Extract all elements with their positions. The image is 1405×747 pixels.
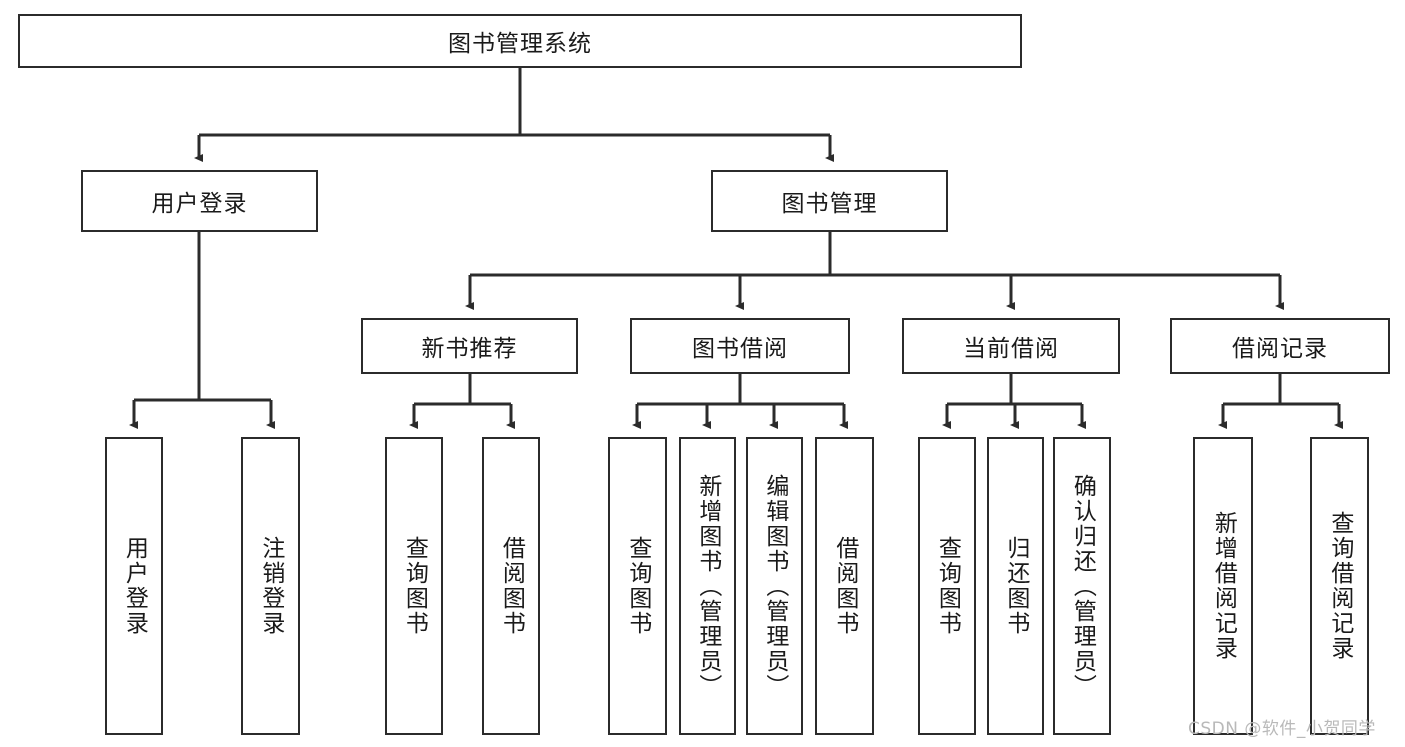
- node-label: 图书借阅: [692, 336, 788, 362]
- node-leaf-edit-book[interactable]: 编辑图书（管理员）: [746, 437, 803, 735]
- node-label: 当前借阅: [963, 336, 1059, 362]
- node-leaf-add-record[interactable]: 新增借阅记录: [1193, 437, 1253, 735]
- node-label: 确认归还（管理员）: [1069, 473, 1096, 699]
- node-label: 查询图书: [401, 536, 428, 636]
- node-user-login[interactable]: 用户登录: [81, 170, 318, 232]
- node-leaf-query-book-3[interactable]: 查询图书: [918, 437, 976, 735]
- node-label: 查询借阅记录: [1326, 511, 1353, 661]
- node-leaf-borrow-book-2[interactable]: 借阅图书: [815, 437, 874, 735]
- node-leaf-add-book[interactable]: 新增图书（管理员）: [679, 437, 736, 735]
- node-label: 用户登录: [151, 191, 248, 217]
- node-leaf-query-book-2[interactable]: 查询图书: [608, 437, 667, 735]
- node-label: 编辑图书（管理员）: [761, 473, 788, 699]
- node-label: 借阅图书: [831, 536, 858, 636]
- node-book-borrow[interactable]: 图书借阅: [630, 318, 850, 374]
- node-leaf-query-record[interactable]: 查询借阅记录: [1310, 437, 1369, 735]
- node-leaf-confirm-return[interactable]: 确认归还（管理员）: [1053, 437, 1111, 735]
- node-leaf-logout[interactable]: 注销登录: [241, 437, 300, 735]
- node-label: 注销登录: [257, 536, 284, 636]
- node-label: 查询图书: [624, 536, 651, 636]
- node-root-system[interactable]: 图书管理系统: [18, 14, 1022, 68]
- node-leaf-query-book-1[interactable]: 查询图书: [385, 437, 443, 735]
- node-label: 新增图书（管理员）: [694, 473, 721, 699]
- node-leaf-return-book[interactable]: 归还图书: [987, 437, 1044, 735]
- node-leaf-borrow-book-1[interactable]: 借阅图书: [482, 437, 540, 735]
- node-new-book-rec[interactable]: 新书推荐: [361, 318, 578, 374]
- node-current-borrow[interactable]: 当前借阅: [902, 318, 1120, 374]
- node-label: 图书管理系统: [448, 31, 592, 57]
- node-borrow-record[interactable]: 借阅记录: [1170, 318, 1390, 374]
- node-book-manage[interactable]: 图书管理: [711, 170, 948, 232]
- node-label: 用户登录: [121, 536, 148, 636]
- node-label: 借阅图书: [498, 536, 525, 636]
- node-leaf-user-login[interactable]: 用户登录: [105, 437, 163, 735]
- node-label: 新书推荐: [421, 336, 518, 362]
- watermark-text: CSDN @软件_小贺同学: [1188, 719, 1376, 739]
- node-label: 归还图书: [1002, 536, 1029, 636]
- node-label: 图书管理: [781, 191, 878, 217]
- node-label: 新增借阅记录: [1210, 511, 1237, 661]
- node-label: 查询图书: [934, 536, 961, 636]
- node-label: 借阅记录: [1232, 336, 1328, 362]
